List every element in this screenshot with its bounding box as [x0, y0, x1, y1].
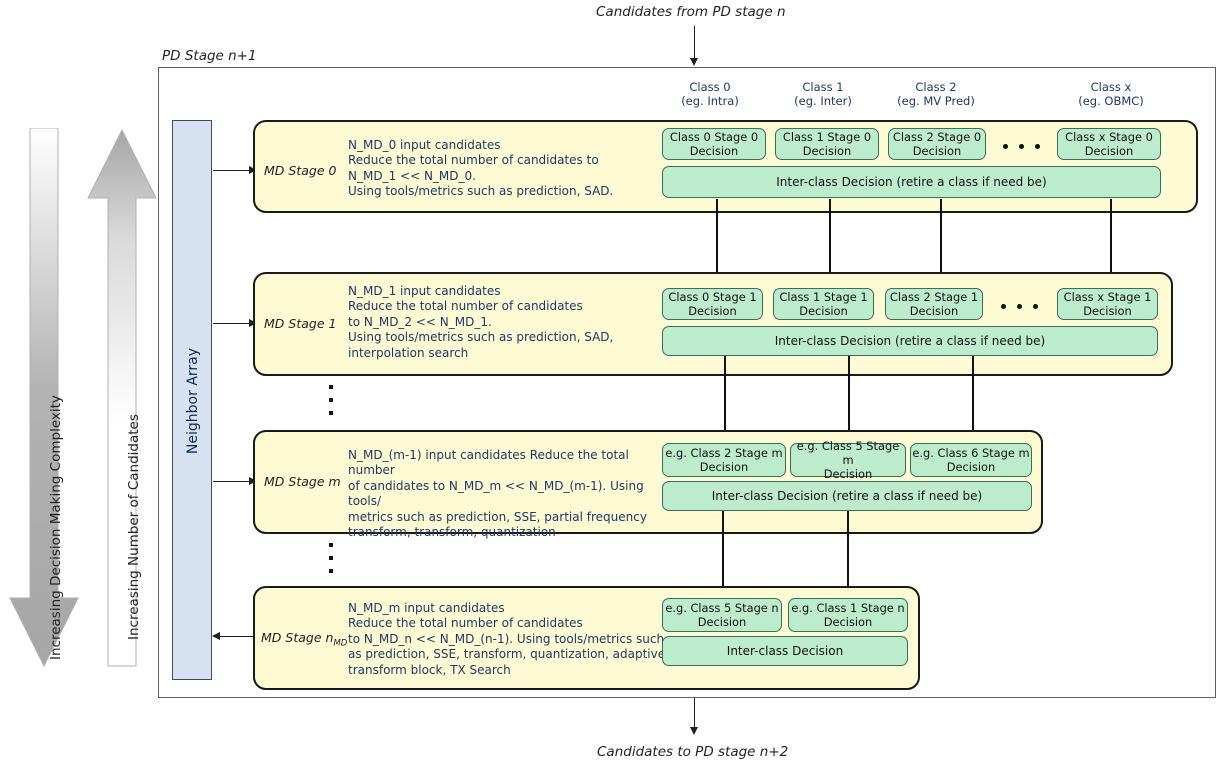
neighbor-array: Neighbor Array [172, 120, 212, 680]
decision-box-class0-stage0[interactable]: Class 0 Stage 0 Decision [662, 128, 766, 160]
inter-class-decision-stagen[interactable]: Inter-class Decision [662, 636, 908, 666]
md-stage-n-name-prefix: MD Stage n [261, 630, 334, 645]
decision-box-class2-stagem[interactable]: e.g. Class 2 Stage m Decision [662, 443, 786, 477]
md-stage-0-name: MD Stage 0 [264, 163, 337, 178]
arrow-line-s0-s1-d [1110, 199, 1112, 281]
arrow-line-sm-sn-b [847, 511, 849, 594]
class-header-2-example: (eg. MV Pred) [897, 94, 975, 108]
decision-box-class6-stagem[interactable]: e.g. Class 6 Stage m Decision [910, 443, 1032, 477]
vertical-ellipsis-1 [329, 385, 333, 415]
decision-box-class1-stage1[interactable]: Class 1 Stage 1 Decision [773, 288, 874, 320]
md-stage-m-name: MD Stage m [264, 474, 341, 489]
md-stage-n-name: MD Stage nMD [261, 630, 347, 649]
arrow-line-s0-s1-a [716, 199, 718, 281]
decision-box-class1-stage0[interactable]: Class 1 Stage 0 Decision [775, 128, 879, 160]
top-caption: Candidates from PD stage n [596, 4, 786, 20]
arrow-line-s0-s1-b [829, 199, 831, 281]
horizontal-ellipsis-stage1 [1001, 304, 1038, 309]
neighbor-to-stagem-line [213, 481, 253, 482]
complexity-arrow-icon [9, 128, 79, 668]
arrow-line-s0-s1-c [940, 199, 942, 281]
pd-frame-label: PD Stage n+1 [162, 48, 257, 64]
arrow-line-sm-sn-a [722, 511, 724, 594]
class-header-1-example: (eg. Inter) [794, 94, 852, 108]
decision-box-class5-stagem[interactable]: e.g. Class 5 Stage m Decision [790, 439, 906, 481]
bottom-caption: Candidates to PD stage n+2 [597, 744, 789, 760]
class-header-3-name: Class x [1090, 80, 1132, 94]
class-header-0-name: Class 0 [689, 80, 731, 94]
decision-box-class0-stage1[interactable]: Class 0 Stage 1 Decision [662, 288, 763, 320]
class-header-3-example: (eg. OBMC) [1078, 94, 1144, 108]
neighbor-to-stage1-line [213, 323, 253, 324]
decision-box-classx-stage1[interactable]: Class x Stage 1 Decision [1057, 288, 1158, 320]
candidates-arrow-label: Increasing Number of Candidates [126, 414, 142, 640]
class-header-3: Class x (eg. OBMC) [1056, 80, 1166, 108]
complexity-arrow-label: Increasing Decision Making Complexity [48, 395, 64, 660]
class-header-1-name: Class 1 [802, 80, 844, 94]
decision-box-class2-stage1[interactable]: Class 2 Stage 1 Decision [885, 288, 983, 320]
arrow-line-s1-sm-b [848, 356, 850, 439]
candidates-arrow-icon [87, 128, 157, 667]
incoming-arrow-line [694, 26, 695, 59]
decision-box-classx-stage0[interactable]: Class x Stage 0 Decision [1057, 128, 1161, 160]
arrow-line-s1-sm-a [724, 356, 726, 439]
md-stage-m-description: N_MD_(m-1) input candidates Reduce the t… [348, 448, 647, 540]
class-header-0: Class 0 (eg. Intra) [655, 80, 765, 108]
arrow-line-s1-sm-c [972, 356, 974, 439]
class-header-2: Class 2 (eg. MV Pred) [881, 80, 991, 108]
inter-class-decision-stage1[interactable]: Inter-class Decision (retire a class if … [662, 326, 1158, 356]
md-stage-1-description: N_MD_1 input candidates Reduce the total… [348, 284, 614, 360]
incoming-arrow-head [689, 58, 698, 66]
md-stage-0-description: N_MD_0 input candidates Reduce the total… [348, 138, 614, 199]
class-header-1: Class 1 (eg. Inter) [768, 80, 878, 108]
inter-class-decision-stagem[interactable]: Inter-class Decision (retire a class if … [662, 481, 1032, 511]
md-stage-n-description: N_MD_m input candidates Reduce the total… [348, 601, 666, 677]
horizontal-ellipsis-stage0 [1003, 144, 1040, 149]
md-stage-1-name: MD Stage 1 [264, 316, 337, 331]
stagen-to-neighbor-line [217, 636, 257, 637]
md-stage-n-name-sub: MD [333, 638, 348, 649]
decision-box-class5-stagen[interactable]: e.g. Class 5 Stage n Decision [662, 598, 782, 632]
outgoing-arrow-line [694, 698, 695, 729]
decision-box-class1-stagen[interactable]: e.g. Class 1 Stage n Decision [788, 598, 908, 632]
outgoing-arrow-head [689, 727, 698, 735]
class-header-0-example: (eg. Intra) [681, 94, 739, 108]
neighbor-to-stage0-line [213, 170, 253, 171]
neighbor-array-label: Neighbor Array [185, 347, 201, 455]
stagen-to-neighbor-arrow [212, 631, 220, 640]
vertical-ellipsis-2 [329, 543, 333, 573]
inter-class-decision-stage0[interactable]: Inter-class Decision (retire a class if … [662, 166, 1161, 198]
class-header-2-name: Class 2 [915, 80, 957, 94]
decision-box-class2-stage0[interactable]: Class 2 Stage 0 Decision [888, 128, 986, 160]
